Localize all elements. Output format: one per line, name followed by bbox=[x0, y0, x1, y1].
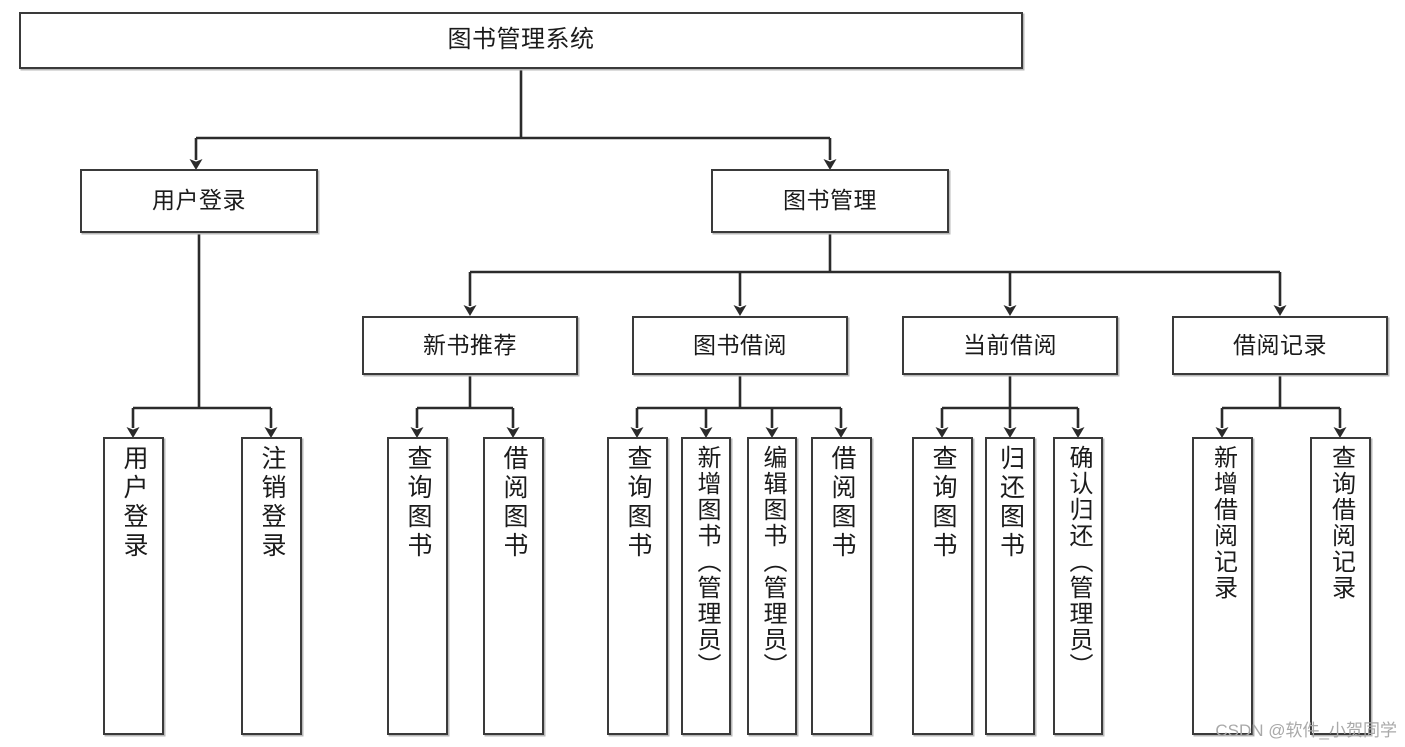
node-label: 图书借阅 bbox=[693, 331, 787, 358]
node-label: 图书管理系统 bbox=[447, 26, 595, 54]
node-label: 图书管理 bbox=[783, 187, 877, 214]
leaf-confirm-return-admin[interactable]: 确认归还（管理员） bbox=[1053, 437, 1103, 735]
node-label: 查询图书 bbox=[929, 445, 957, 561]
node-label: 查询图书 bbox=[404, 445, 432, 561]
leaf-add-book-admin[interactable]: 新增图书（管理员） bbox=[681, 437, 731, 735]
leaf-query-book-borrow[interactable]: 查询图书 bbox=[607, 437, 668, 735]
leaf-edit-book-admin[interactable]: 编辑图书（管理员） bbox=[747, 437, 797, 735]
node-label: 编辑图书（管理员） bbox=[759, 445, 786, 679]
leaf-query-borrow-record[interactable]: 查询借阅记录 bbox=[1310, 437, 1371, 735]
leaf-return-book[interactable]: 归还图书 bbox=[985, 437, 1035, 735]
leaf-borrow-book-recommend[interactable]: 借阅图书 bbox=[483, 437, 544, 735]
node-label: 新书推荐 bbox=[423, 331, 517, 358]
leaf-add-borrow-record[interactable]: 新增借阅记录 bbox=[1192, 437, 1253, 735]
leaf-query-book-current[interactable]: 查询图书 bbox=[912, 437, 973, 735]
leaf-user-login[interactable]: 用户登录 bbox=[103, 437, 164, 735]
node-label: 借阅图书 bbox=[500, 445, 528, 561]
node-label: 查询图书 bbox=[624, 445, 652, 561]
node-label: 注销登录 bbox=[258, 445, 286, 561]
node-book-management[interactable]: 图书管理 bbox=[711, 169, 949, 233]
node-label: 查询借阅记录 bbox=[1327, 445, 1355, 601]
node-label: 用户登录 bbox=[120, 445, 148, 561]
node-label: 新增借阅记录 bbox=[1209, 445, 1237, 601]
node-user-login[interactable]: 用户登录 bbox=[80, 169, 318, 233]
node-label: 用户登录 bbox=[152, 187, 246, 214]
node-borrow-record[interactable]: 借阅记录 bbox=[1172, 316, 1388, 375]
leaf-query-book-recommend[interactable]: 查询图书 bbox=[387, 437, 448, 735]
node-new-book-recommend[interactable]: 新书推荐 bbox=[362, 316, 578, 375]
node-label: 借阅记录 bbox=[1233, 331, 1327, 358]
node-label: 新增图书（管理员） bbox=[693, 445, 720, 679]
node-label: 确认归还（管理员） bbox=[1065, 445, 1092, 679]
node-current-borrow[interactable]: 当前借阅 bbox=[902, 316, 1118, 375]
node-label: 借阅图书 bbox=[828, 445, 856, 561]
node-book-borrow[interactable]: 图书借阅 bbox=[632, 316, 848, 375]
node-label: 当前借阅 bbox=[963, 331, 1057, 358]
leaf-borrow-book[interactable]: 借阅图书 bbox=[811, 437, 872, 735]
leaf-logout[interactable]: 注销登录 bbox=[241, 437, 302, 735]
node-label: 归还图书 bbox=[996, 445, 1025, 561]
node-root-book-management-system[interactable]: 图书管理系统 bbox=[19, 12, 1023, 69]
